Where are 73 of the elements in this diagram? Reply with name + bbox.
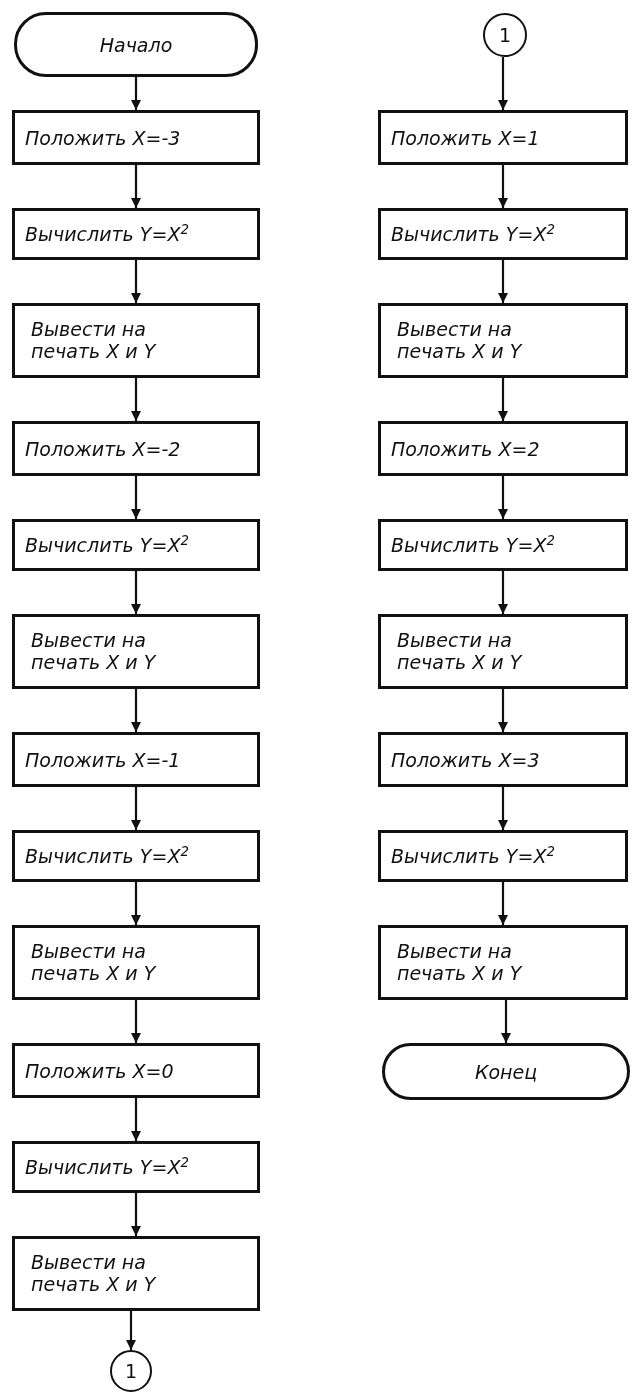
arrow (131, 165, 141, 208)
node-text: Вывести на печать X и Y (397, 318, 524, 363)
process-box (378, 925, 628, 1000)
node-text: Вычислить Y=X$^{2}$ (25, 844, 189, 868)
node-text: Вычислить Y=X$^{2}$ (391, 533, 555, 557)
process-box (12, 1236, 260, 1311)
process-box (12, 830, 260, 882)
process-box (12, 303, 260, 378)
process-box (378, 208, 628, 260)
node-text: Вывести на печать X и Y (397, 629, 524, 674)
node-text: Положить X=3 (391, 748, 540, 771)
node-text: Вывести на печать X и Y (31, 940, 158, 985)
process-box (12, 1043, 260, 1098)
node-text: Вывести на печать X и Y (31, 629, 158, 674)
arrow (498, 571, 508, 614)
process-box (12, 614, 260, 689)
node-text: Положить X=-1 (25, 748, 181, 771)
arrow (501, 1000, 511, 1043)
arrow (498, 57, 508, 110)
arrow (131, 77, 141, 110)
process-box (378, 614, 628, 689)
process-box (12, 110, 260, 165)
arrow (498, 882, 508, 925)
node-text: Положить X=1 (391, 126, 540, 149)
process-box (12, 208, 260, 260)
arrow (131, 689, 141, 732)
node-text: Начало (99, 33, 173, 56)
node-text: Положить X=2 (391, 437, 540, 460)
node-text: Вычислить Y=X$^{2}$ (25, 222, 189, 246)
arrow (131, 571, 141, 614)
arrow (131, 882, 141, 925)
arrow (498, 165, 508, 208)
node-text: 1 (124, 1360, 138, 1382)
process-box (12, 421, 260, 476)
arrow (131, 1098, 141, 1141)
process-box (378, 110, 628, 165)
node-text: Вычислить Y=X$^{2}$ (25, 1155, 189, 1179)
connector-circle (483, 13, 527, 57)
arrow (131, 260, 141, 303)
process-box (378, 519, 628, 571)
node-text: Положить X=-3 (25, 126, 181, 149)
node-text: Вычислить Y=X$^{2}$ (391, 222, 555, 246)
arrow (498, 378, 508, 421)
arrow (498, 476, 508, 519)
arrow (498, 689, 508, 732)
process-box (12, 925, 260, 1000)
arrow (498, 260, 508, 303)
node-text: Конец (474, 1060, 538, 1083)
node-text: Вычислить Y=X$^{2}$ (391, 844, 555, 868)
arrow (498, 787, 508, 830)
node-text: Вычислить Y=X$^{2}$ (25, 533, 189, 557)
arrow (131, 378, 141, 421)
node-text: Вывести на печать X и Y (31, 1251, 158, 1296)
terminal-box (14, 12, 258, 77)
node-text: Положить X=0 (25, 1059, 174, 1082)
arrow (131, 1193, 141, 1236)
terminal-box (382, 1043, 630, 1100)
arrow (131, 1000, 141, 1043)
node-text: Вывести на печать X и Y (31, 318, 158, 363)
connector-circle (110, 1350, 152, 1392)
arrow (131, 787, 141, 830)
process-box (378, 421, 628, 476)
arrow (126, 1311, 136, 1350)
arrow (131, 476, 141, 519)
process-box (12, 519, 260, 571)
process-box (12, 1141, 260, 1193)
process-box (378, 830, 628, 882)
node-text: Вывести на печать X и Y (397, 940, 524, 985)
node-text: 1 (498, 24, 512, 46)
process-box (12, 732, 260, 787)
node-text: Положить X=-2 (25, 437, 181, 460)
process-box (378, 732, 628, 787)
process-box (378, 303, 628, 378)
